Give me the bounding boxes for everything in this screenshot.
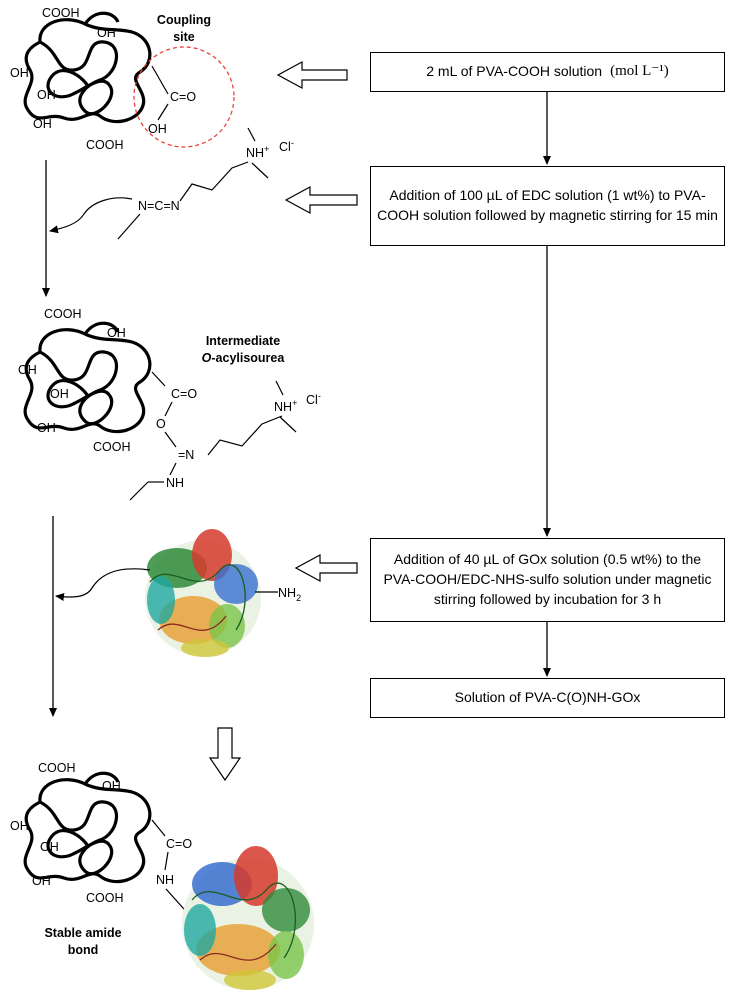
oh-label: OH <box>10 819 29 833</box>
stable-amide-label-2: bond <box>68 943 99 957</box>
step-box-3: Addition of 40 µL of GOx solution (0.5 w… <box>370 538 725 622</box>
oh-label: OH <box>33 117 52 131</box>
cooh-label-bottom: COOH <box>86 138 124 152</box>
step-4-text: Solution of PVA-C(O)NH-GOx <box>454 689 641 706</box>
carbonyl-label: C=O <box>170 90 196 104</box>
carbonyl-label: C=O <box>171 387 197 401</box>
ester-oxygen-label: O <box>156 417 166 431</box>
oh-label: OH <box>10 66 29 80</box>
ammonium-label: NH+ <box>274 398 297 414</box>
intermediate-label: Intermediate <box>206 334 280 348</box>
oh-label: OH <box>97 26 116 40</box>
coupling-site-label-1: Coupling <box>157 13 211 27</box>
step-box-2: Addition of 100 µL of EDC solution (1 wt… <box>370 166 725 246</box>
oh-label: OH <box>148 122 167 136</box>
step-1-unit: (mol L⁻¹) <box>610 63 669 80</box>
cooh-label-top: COOH <box>42 6 80 20</box>
step-2-text: Addition of 100 µL of EDC solution (1 wt… <box>377 187 718 223</box>
oh-label: OH <box>18 363 37 377</box>
oh-label: OH <box>107 326 126 340</box>
gox-enzyme: NH2 <box>55 529 301 657</box>
hollow-down-arrow <box>208 727 242 782</box>
step-box-1: 2 mL of PVA-COOH solution (mol L⁻¹) <box>370 52 725 92</box>
nh-label: NH <box>156 873 174 887</box>
coupling-site-circle <box>133 46 235 148</box>
oh-label: OH <box>102 779 121 793</box>
carbodiimide-label: N=C=N <box>138 199 180 213</box>
acylisourea-label: O-acylisourea <box>202 351 286 365</box>
intermediate-structure: COOH OH OH OH OH COOH C=O O =N NH+ Cl- N… <box>18 307 321 501</box>
pva-cooh-structure: COOH OH OH OH OH COOH C=O OH Coupling si… <box>10 6 235 152</box>
step-3-text: Addition of 40 µL of GOx solution (0.5 w… <box>383 551 712 607</box>
oh-label: OH <box>40 840 59 854</box>
oh-label: OH <box>37 421 56 435</box>
stable-amide-label-1: Stable amide <box>44 926 121 940</box>
chloride-label: Cl- <box>306 391 321 407</box>
oh-label: OH <box>32 874 51 888</box>
cooh-label-bottom: COOH <box>93 440 131 454</box>
cooh-label-bottom: COOH <box>86 891 124 905</box>
cooh-label-top: COOH <box>38 761 76 775</box>
coupling-site-label-2: site <box>173 30 195 44</box>
hollow-left-arrow <box>276 60 348 90</box>
imine-label: =N <box>178 448 194 462</box>
amine-label: NH2 <box>278 586 301 603</box>
hollow-left-arrow <box>294 553 358 583</box>
oh-label: OH <box>50 387 69 401</box>
oh-label: OH <box>37 88 56 102</box>
amide-product-structure: COOH OH OH OH OH COOH C=O NH Stable amid… <box>10 761 193 957</box>
hollow-left-arrow <box>284 185 358 215</box>
chloride-label: Cl- <box>279 138 294 154</box>
step-1-text: 2 mL of PVA-COOH solution <box>426 63 603 80</box>
gox-enzyme <box>182 846 314 990</box>
edc-molecule: N=C=N NH+ Cl- <box>49 127 294 240</box>
carbonyl-label: C=O <box>166 837 192 851</box>
step-box-4: Solution of PVA-C(O)NH-GOx <box>370 678 725 718</box>
nh-label: NH <box>166 476 184 490</box>
cooh-label-top: COOH <box>44 307 82 321</box>
ammonium-label: NH+ <box>246 144 269 160</box>
